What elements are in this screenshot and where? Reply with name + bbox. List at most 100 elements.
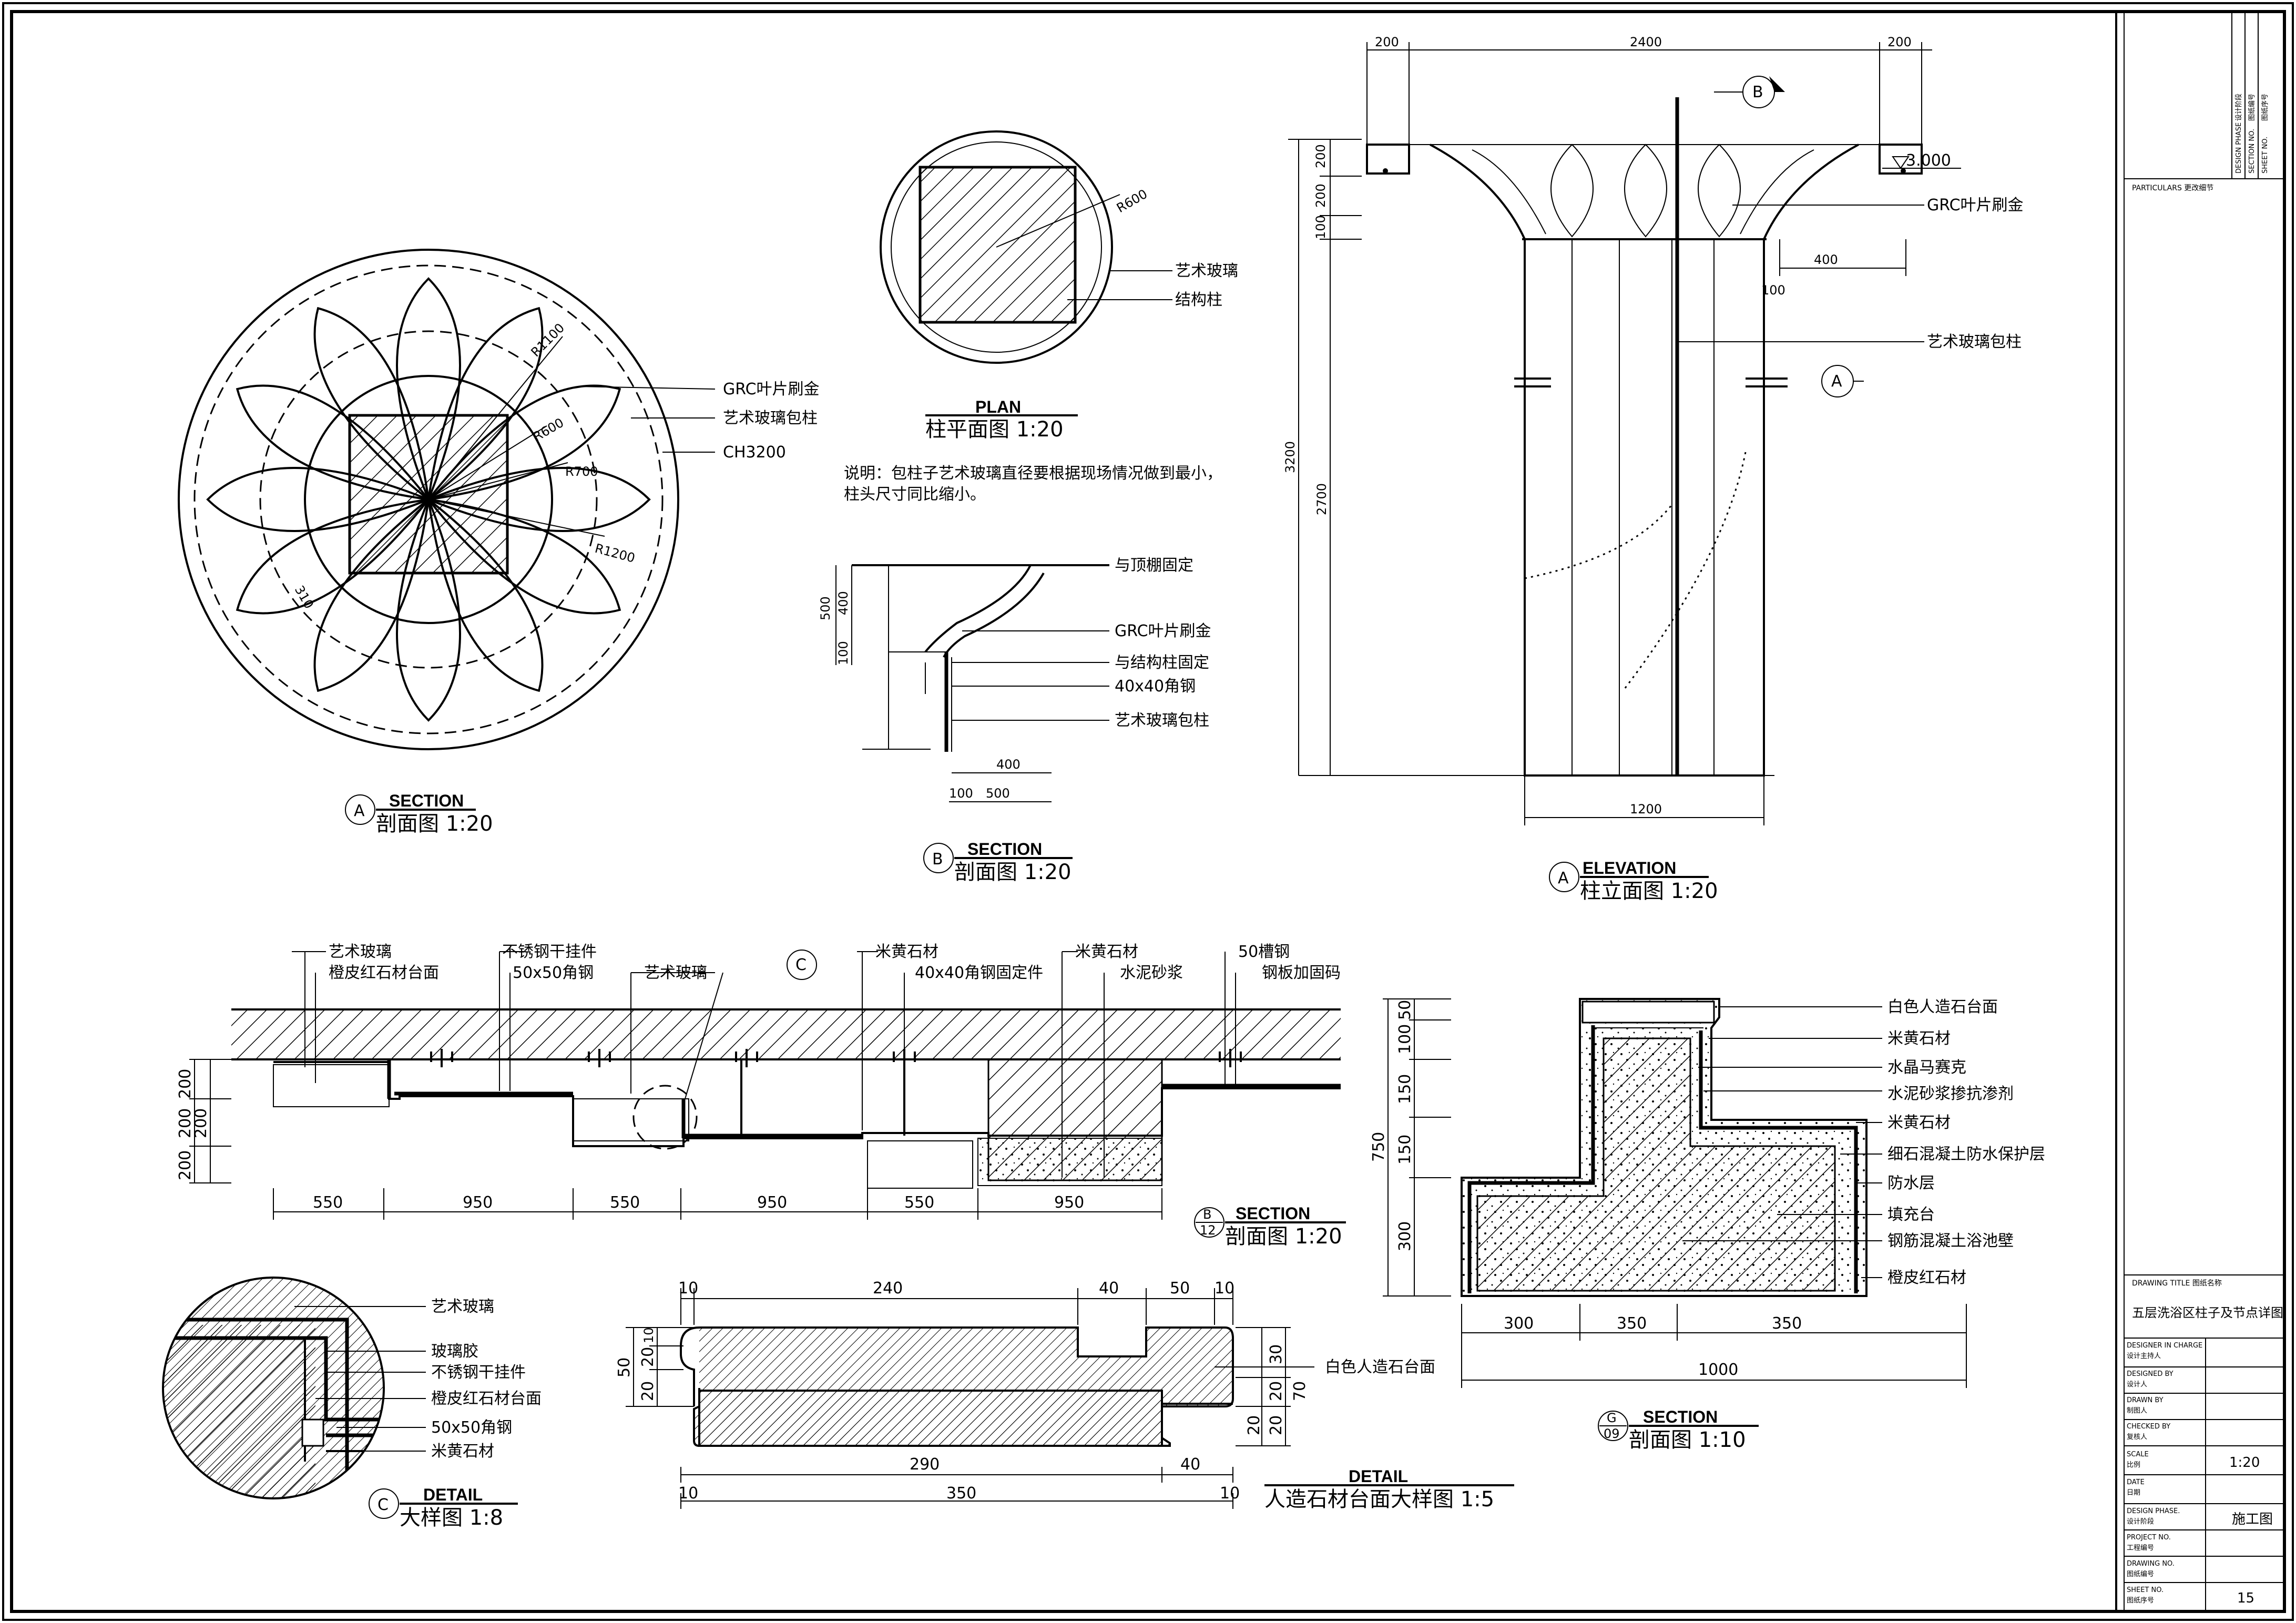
section-b-label-grc: GRC叶片刷金 xyxy=(1115,622,1211,640)
section-g-label-concrete: 细石混凝土防水保护层 xyxy=(1887,1145,2045,1163)
svg-text:100: 100 xyxy=(1761,283,1785,298)
svg-text:PROJECT NO.: PROJECT NO. xyxy=(2127,1534,2171,1542)
svg-text:200: 200 xyxy=(1887,35,1912,49)
svg-text:10: 10 xyxy=(678,1484,698,1503)
plan-note-line2: 柱头尺寸同比缩小。 xyxy=(844,485,986,504)
dim-310: 310 xyxy=(292,583,317,611)
section-b12-drawing: C 550 950 550 950 550 950 200 200 200 20 xyxy=(176,950,1341,1220)
svg-text:200: 200 xyxy=(176,1150,195,1180)
section-g-drawing: 50 100 150 150 300 750 300 350 350 1000 xyxy=(1370,998,1967,1388)
detail-c-title: C DETAIL 大样图 1:8 xyxy=(369,1485,518,1530)
svg-text:100: 100 xyxy=(836,641,851,665)
svg-text:ELEVATION: ELEVATION xyxy=(1583,859,1676,877)
section-b12-label-glass: 艺术玻璃 xyxy=(329,943,392,961)
svg-text:剖面图 1:20: 剖面图 1:20 xyxy=(1225,1224,1342,1249)
svg-text:50: 50 xyxy=(615,1357,634,1377)
svg-text:SECTION: SECTION xyxy=(389,791,464,810)
svg-text:DESIGN PHASE: DESIGN PHASE xyxy=(2235,123,2243,173)
svg-text:350: 350 xyxy=(946,1484,976,1503)
svg-text:A: A xyxy=(354,802,365,820)
svg-text:DESIGNED BY: DESIGNED BY xyxy=(2127,1370,2173,1378)
scale-value: 1:20 xyxy=(2229,1455,2260,1471)
svg-text:200: 200 xyxy=(1313,144,1328,168)
svg-text:950: 950 xyxy=(463,1193,493,1212)
design-phase-value: 施工图 xyxy=(2232,1512,2273,1527)
svg-text:09: 09 xyxy=(1604,1426,1620,1441)
svg-text:柱立面图 1:20: 柱立面图 1:20 xyxy=(1580,879,1718,903)
svg-text:设计阶段: 设计阶段 xyxy=(2127,1518,2154,1526)
svg-text:DATE: DATE xyxy=(2127,1478,2145,1486)
elevation-title: A ELEVATION 柱立面图 1:20 xyxy=(1549,859,1718,903)
svg-text:150: 150 xyxy=(1396,1074,1414,1104)
section-a-label-grc: GRC叶片刷金 xyxy=(723,380,820,399)
svg-text:950: 950 xyxy=(757,1193,787,1212)
section-g-label-top: 白色人造石台面 xyxy=(1887,998,1998,1016)
radius-r600: R600 xyxy=(530,415,566,444)
svg-text:40: 40 xyxy=(1099,1279,1119,1298)
svg-text:3200: 3200 xyxy=(1283,441,1298,473)
section-b-label-glass: 艺术玻璃包柱 xyxy=(1115,711,1209,730)
svg-text:20: 20 xyxy=(639,1381,657,1401)
svg-text:400: 400 xyxy=(836,591,851,615)
svg-text:20: 20 xyxy=(1267,1381,1285,1401)
svg-text:1200: 1200 xyxy=(1630,802,1662,816)
section-b-label-column: 与结构柱固定 xyxy=(1115,654,1209,672)
elevation-marker-a: A xyxy=(1831,372,1842,391)
svg-text:DESIGN PHASE.: DESIGN PHASE. xyxy=(2127,1507,2180,1515)
section-g-title: G 09 SECTION 剖面图 1:10 xyxy=(1598,1407,1759,1452)
section-b-label-ceiling: 与顶棚固定 xyxy=(1115,556,1193,575)
svg-text:20: 20 xyxy=(1245,1415,1263,1435)
plan-drawing: R600 xyxy=(880,130,1172,364)
svg-text:DRAWING NO.: DRAWING NO. xyxy=(2127,1560,2175,1568)
svg-text:制图人: 制图人 xyxy=(2127,1407,2147,1415)
radius-r700: R700 xyxy=(565,464,598,479)
elevation-label-glass: 艺术玻璃包柱 xyxy=(1927,333,2022,351)
title-block-particulars: PARTICULARS 更改细节 xyxy=(2132,184,2213,192)
detail-top-title: DETAIL 人造石材台面大样图 1:5 xyxy=(1264,1467,1514,1512)
svg-text:290: 290 xyxy=(910,1455,940,1474)
svg-text:20: 20 xyxy=(1267,1415,1285,1435)
svg-text:20: 20 xyxy=(639,1347,657,1367)
svg-text:100: 100 xyxy=(949,786,973,801)
svg-text:70: 70 xyxy=(1291,1381,1309,1401)
svg-text:日期: 日期 xyxy=(2127,1489,2140,1497)
detail-top-label: 白色人造石台面 xyxy=(1325,1358,1435,1376)
section-a-drawing: R1100 R600 R700 R1200 310 xyxy=(178,249,716,750)
section-g-label-waterproof: 防水层 xyxy=(1887,1174,1935,1192)
svg-text:DRAWN BY: DRAWN BY xyxy=(2127,1396,2164,1404)
section-g-label-fill: 填充台 xyxy=(1887,1206,1935,1224)
section-g-label-stone1: 米黄石材 xyxy=(1887,1029,1951,1048)
svg-text:图纸编号: 图纸编号 xyxy=(2248,94,2256,121)
svg-text:12: 12 xyxy=(1200,1223,1216,1238)
svg-text:大样图 1:8: 大样图 1:8 xyxy=(400,1506,503,1530)
svg-text:人造石材台面大样图 1:5: 人造石材台面大样图 1:5 xyxy=(1264,1487,1494,1512)
drawing-title: 五层洗浴区柱子及节点详图 xyxy=(2132,1305,2283,1320)
section-g-label-mortar: 水泥砂浆掺抗渗剂 xyxy=(1887,1085,2014,1103)
svg-text:550: 550 xyxy=(313,1193,343,1212)
plan-title: PLAN 柱平面图 1:20 xyxy=(925,397,1078,442)
section-a-title: A SECTION 剖面图 1:20 xyxy=(345,791,493,836)
section-b12-label-hanger: 不锈钢干挂件 xyxy=(502,943,597,961)
svg-text:200: 200 xyxy=(192,1108,210,1138)
plan-radius: R600 xyxy=(1114,187,1150,216)
plan-note-line1: 说明：包柱子艺术玻璃直径要根据现场情况做到最小， xyxy=(844,464,1222,483)
svg-text:100: 100 xyxy=(1313,215,1328,239)
svg-text:200: 200 xyxy=(1313,183,1328,208)
section-b12-label-plate: 钢板加固码 xyxy=(1262,964,1341,982)
svg-text:设计人: 设计人 xyxy=(2127,1381,2147,1389)
svg-text:750: 750 xyxy=(1370,1132,1388,1162)
svg-text:350: 350 xyxy=(1617,1314,1647,1333)
section-b12-label-glass2: 艺术玻璃 xyxy=(644,964,707,982)
section-g-label-granite: 橙皮红石材 xyxy=(1887,1269,1966,1287)
elevation-marker-b: B xyxy=(1752,83,1763,101)
detail-c-label-hanger: 不锈钢干挂件 xyxy=(431,1363,526,1382)
svg-text:SECTION: SECTION xyxy=(1236,1204,1310,1223)
svg-text:柱平面图 1:20: 柱平面图 1:20 xyxy=(925,417,1064,442)
svg-text:150: 150 xyxy=(1396,1135,1414,1165)
svg-text:SCALE: SCALE xyxy=(2127,1451,2149,1458)
detail-c-label-angle: 50x50角钢 xyxy=(431,1418,512,1437)
section-a-label-ch: CH3200 xyxy=(723,443,786,462)
sheet-number: 15 xyxy=(2237,1590,2254,1606)
svg-text:CHECKED BY: CHECKED BY xyxy=(2127,1423,2170,1431)
